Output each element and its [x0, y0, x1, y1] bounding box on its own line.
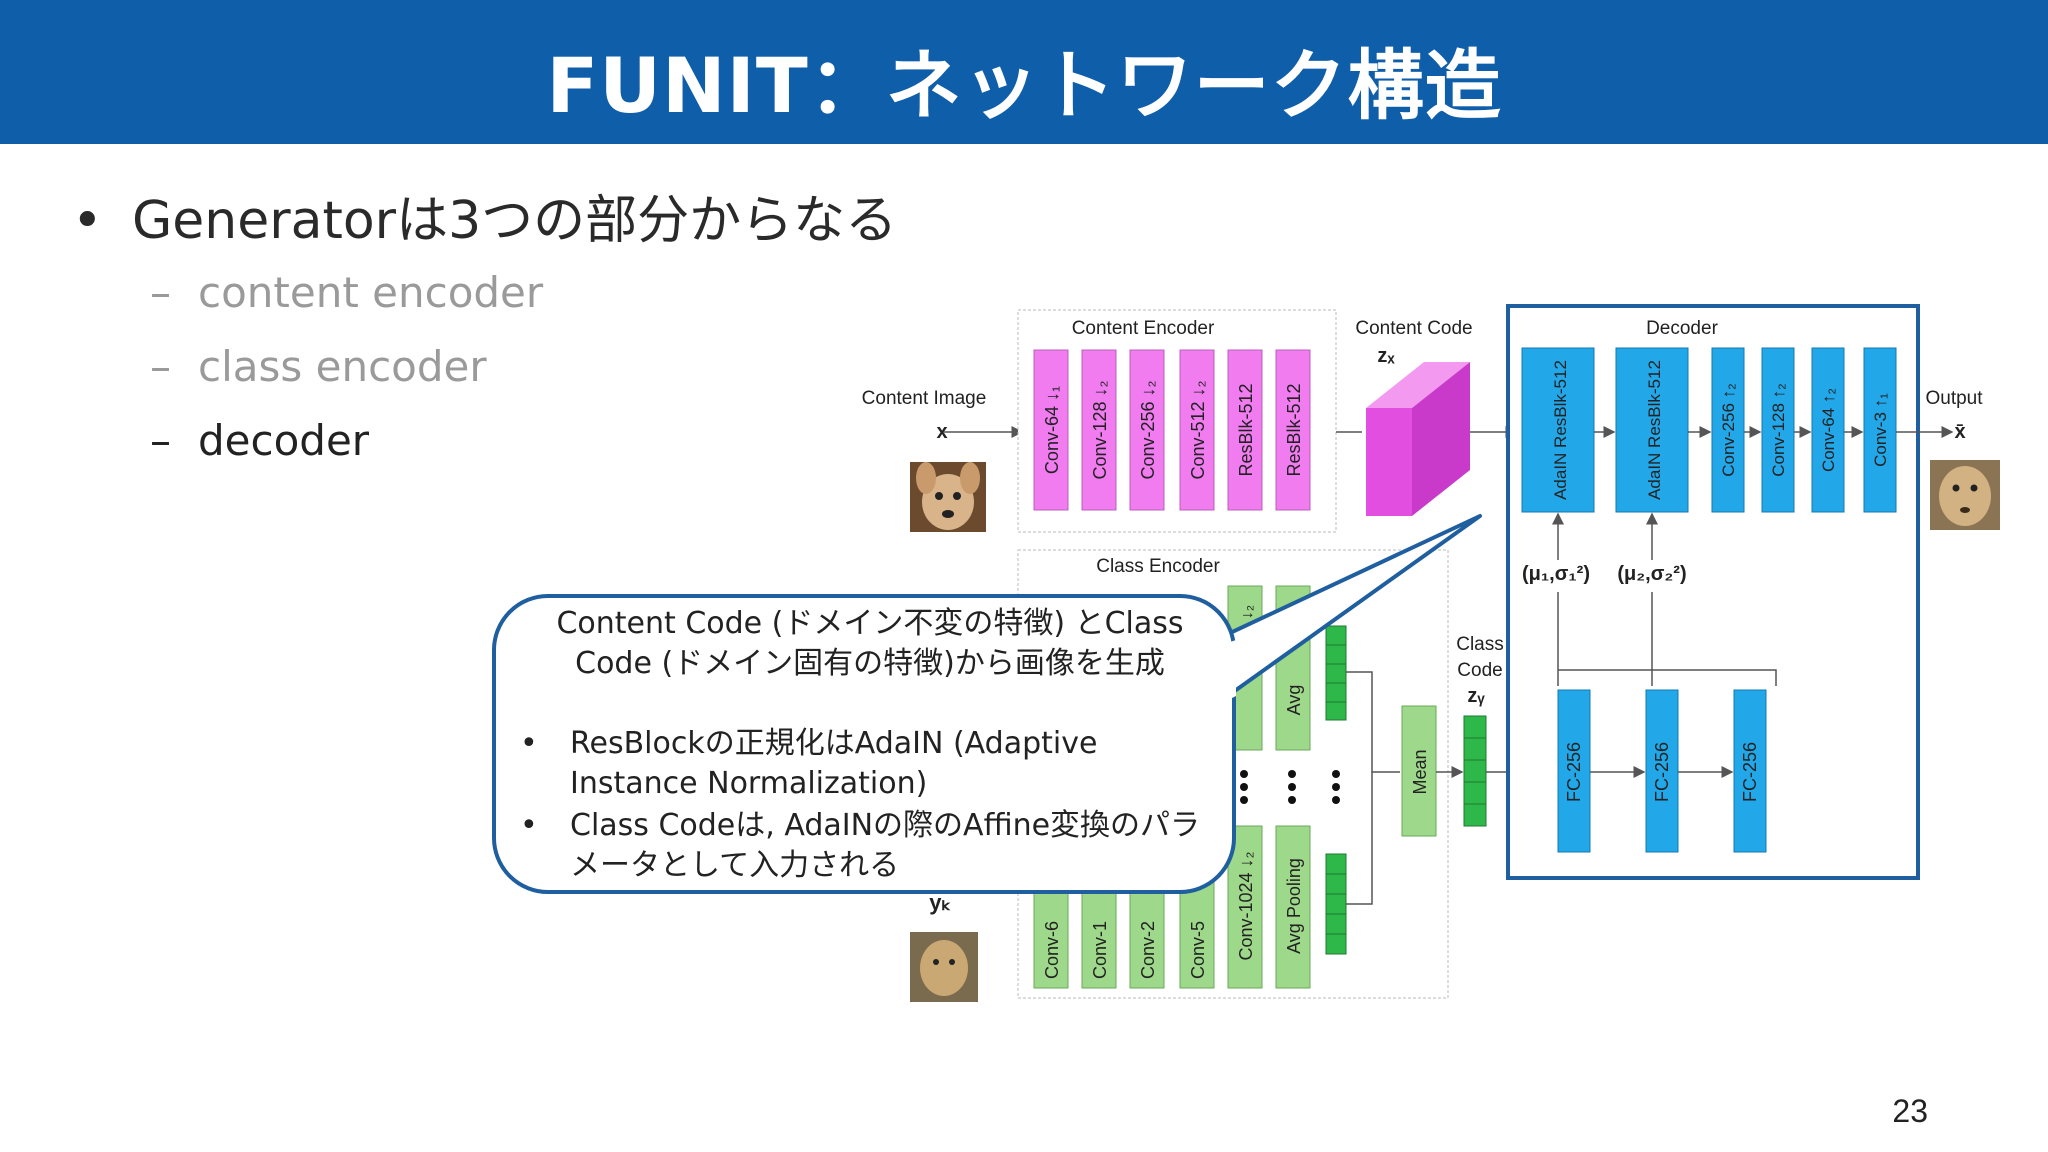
callout-bullet: •: [520, 808, 538, 843]
callout-text: Content Code (ドメイン不変の特徴) とClass Code (ドメ…: [520, 604, 1220, 888]
sub-item-class-encoder: –class encoder: [150, 342, 487, 391]
content-encoder-title: Content Encoder: [1072, 318, 1215, 339]
decoder-block-label: AdaIN ResBlk-512: [1645, 360, 1664, 500]
fc-blocks: FC-256 FC-256 FC-256: [1557, 689, 1767, 853]
class-top-label: Avg: [1284, 685, 1304, 716]
main-bullet-text: Generatorは3つの部分からなる: [132, 191, 898, 251]
callout-bullet: •: [520, 726, 538, 761]
content-block-label: ResBlk-512: [1236, 383, 1256, 476]
decoder-block-label: Conv-256 ↑₂: [1719, 383, 1738, 477]
content-block-label: ResBlk-512: [1284, 383, 1304, 476]
decoder-title: Decoder: [1646, 318, 1718, 339]
callout-list: • ResBlockの正規化はAdaIN (Adaptive Instance N…: [520, 724, 1220, 886]
content-block-label: Conv-512 ↓₂: [1188, 380, 1208, 479]
mean-block: [1401, 705, 1437, 837]
decoder-block-label: Conv-64 ↑₂: [1819, 388, 1838, 472]
fc-label: FC-256: [1652, 742, 1672, 802]
class-code-vector: [1463, 715, 1487, 827]
sub-item-label: class encoder: [198, 342, 487, 391]
adain-param-2: (μ₂,σ₂²): [1617, 563, 1686, 585]
sub-item-label: decoder: [198, 416, 370, 465]
output-label: Output: [1925, 388, 1983, 409]
decoder-block-label: Conv-128 ↑₂: [1769, 383, 1788, 477]
content-block-label: Conv-256 ↓₂: [1138, 380, 1158, 479]
sub-item-content-encoder: –content encoder: [150, 268, 543, 317]
callout-item-text: Class Codeは, AdaINの際のAffine変換のパラメータとして入力…: [570, 808, 1201, 883]
class-block-label: Conv-1024 ↓₂: [1236, 851, 1256, 960]
content-block-label: Conv-128 ↓₂: [1090, 380, 1110, 479]
sub-dash: –: [150, 342, 171, 391]
fc-label: FC-256: [1564, 742, 1584, 802]
class-top-label: ↓₂: [1239, 605, 1256, 619]
callout-item: • ResBlockの正規化はAdaIN (Adaptive Instance N…: [520, 724, 1220, 804]
class-code-var: zᵧ: [1467, 685, 1485, 707]
content-code-var: zₓ: [1377, 345, 1395, 367]
content-block-label: Conv-64 ↓₁: [1042, 386, 1062, 474]
sub-dash: –: [150, 416, 171, 465]
content-code-prism: [1366, 362, 1470, 516]
ellipsis-dots: [1240, 770, 1340, 804]
fc-label: FC-256: [1740, 742, 1760, 802]
output-var: x̄: [1954, 421, 1965, 443]
sub-item-decoder: –decoder: [150, 416, 369, 465]
class-encoder-title: Class Encoder: [1096, 556, 1220, 577]
content-image-label: Content Image: [862, 388, 987, 409]
adain-param-1: (μ₁,σ₁²): [1522, 563, 1590, 585]
content-image-dog: [910, 462, 986, 532]
class-image-cougar: [910, 932, 978, 1002]
output-image-cougar-dog: [1930, 460, 2000, 530]
title-bar: [0, 0, 2048, 144]
decoder-block-label: AdaIN ResBlk-512: [1551, 360, 1570, 500]
class-block-label: Conv-2: [1138, 921, 1158, 979]
class-block-label: Avg Pooling: [1284, 858, 1304, 954]
decoder-blocks: AdaIN ResBlk-512 AdaIN ResBlk-512 Conv-2…: [1521, 347, 1897, 513]
page-number: 23: [1892, 1093, 1928, 1129]
content-encoder-blocks: Conv-64 ↓₁ Conv-128 ↓₂ Conv-256 ↓₂ Conv-…: [1033, 349, 1311, 511]
sub-dash: –: [150, 268, 171, 317]
class-block-label: Conv-6: [1042, 921, 1062, 979]
mean-label: Mean: [1410, 749, 1430, 794]
callout-item: • Class Codeは, AdaINの際のAffine変換のパラメータとして入…: [520, 806, 1220, 886]
class-code-label-2: Code: [1457, 660, 1502, 681]
sub-item-label: content encoder: [198, 268, 544, 317]
main-bullet: • Generatorは3つの部分からなる: [72, 178, 897, 253]
callout-item-text: ResBlockの正規化はAdaIN (Adaptive Instance No…: [570, 726, 1098, 801]
decoder-block-label: Conv-3 ↑₁: [1871, 393, 1890, 467]
class-block-label: Conv-1: [1090, 921, 1110, 979]
callout-heading: Content Code (ドメイン不変の特徴) とClass Code (ドメ…: [556, 606, 1184, 681]
bullet-dot: •: [72, 191, 103, 251]
content-code-label: Content Code: [1355, 318, 1472, 339]
content-image-var: x: [936, 421, 947, 443]
callout-bubble: [492, 594, 1236, 894]
class-block-label: Conv-5: [1188, 921, 1208, 979]
class-code-label-1: Class: [1456, 634, 1504, 655]
class-image-var: yₖ: [929, 890, 951, 915]
slide-title: FUNIT：ネットワーク構造: [546, 41, 1502, 130]
